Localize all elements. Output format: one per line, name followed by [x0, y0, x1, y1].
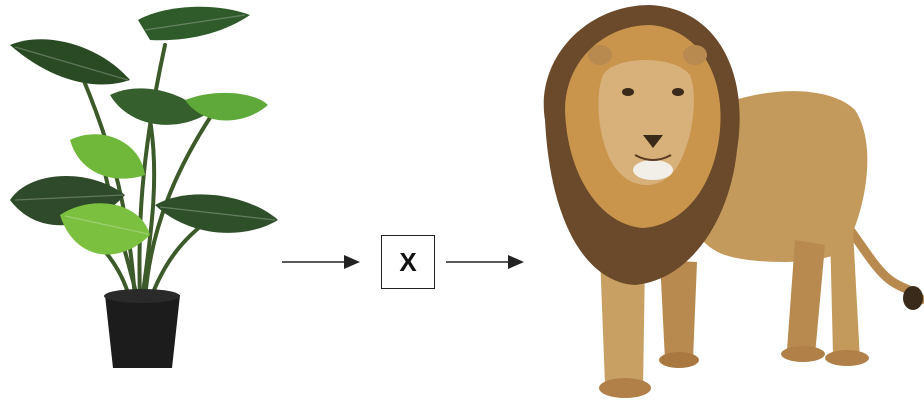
arrow-right-icon	[446, 255, 524, 269]
operator-box: X	[381, 235, 435, 289]
operator-label: X	[399, 246, 417, 277]
lion-icon	[543, 5, 924, 398]
potted-plant-icon	[10, 6, 278, 368]
arrow-right-icon	[282, 255, 360, 269]
